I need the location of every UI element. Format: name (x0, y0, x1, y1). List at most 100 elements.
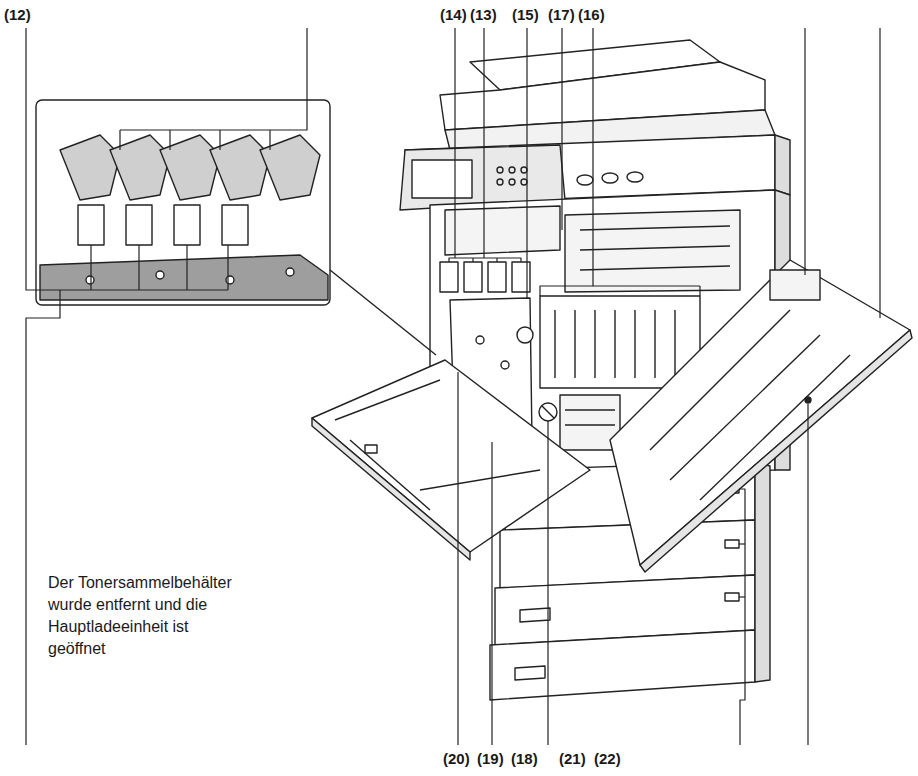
leader-lines-part (496, 258, 497, 262)
leader-lines-part (138, 245, 139, 290)
side-door-part (670, 335, 820, 480)
scanner-unit-part (627, 172, 643, 182)
front-door-part (350, 440, 430, 510)
front-door-part (335, 380, 440, 420)
side-door-part (805, 397, 811, 403)
leader-lines (26, 28, 880, 745)
paper-drawers-part (725, 593, 739, 601)
side-door-part (700, 355, 850, 500)
side-door-part (640, 330, 912, 572)
main-body-part (674, 310, 675, 378)
leader-lines-part (483, 28, 484, 258)
leader-lines-part (561, 28, 562, 230)
callout-number: (22) (594, 750, 621, 767)
inset-view-part (36, 100, 330, 305)
inset-view-part (40, 255, 328, 300)
inset-view-part (156, 271, 164, 279)
paper-drawers-part (515, 666, 545, 680)
paper-drawers-part (520, 608, 550, 622)
front-door-part (420, 470, 540, 490)
side-door-part (650, 310, 790, 450)
scanner-unit-part (509, 167, 515, 173)
main-body-part (542, 406, 554, 418)
main-body-part (539, 403, 557, 421)
inset-view-part (226, 276, 234, 284)
callout-number: (16) (578, 6, 605, 23)
leader-lines-part (804, 28, 805, 275)
main-body-part (440, 262, 458, 292)
inset-view-part (174, 205, 200, 245)
leader-lines-part (491, 442, 492, 745)
main-body-part (565, 409, 615, 410)
inset-view-part (60, 135, 120, 200)
leader-lines-part (807, 404, 808, 745)
paper-drawers-part (725, 540, 739, 548)
leader-lines-part (219, 130, 220, 150)
leader-lines-part (593, 285, 700, 286)
main-body-part (580, 246, 730, 250)
paper-drawers-part (755, 462, 770, 682)
main-body-part (565, 210, 740, 292)
scanner-unit-part (497, 179, 503, 185)
inset-view-part (78, 205, 104, 245)
main-body-part (476, 336, 484, 344)
inset-view-part (330, 270, 436, 355)
leader-lines-part (26, 290, 60, 745)
paper-drawers-part (490, 630, 755, 700)
main-body-part (594, 310, 595, 378)
inset-view (36, 100, 436, 355)
leader-lines-part (26, 28, 228, 290)
main-body-part (634, 310, 635, 378)
leader-lines-part (472, 258, 473, 262)
scanner-unit-part (602, 173, 618, 183)
side-door (610, 260, 912, 572)
note-text: Der Tonersammelbehälter wurde entfernt u… (48, 572, 244, 660)
callout-number: (20) (443, 750, 470, 767)
main-body-part (580, 266, 730, 270)
callout-number: (12) (4, 6, 31, 23)
callout-number: (15) (512, 6, 539, 23)
side-door-part (770, 270, 820, 300)
leader-lines-part (119, 130, 120, 150)
inset-view-part (110, 135, 170, 200)
main-body-part (580, 226, 730, 230)
scanner-unit-part (497, 167, 503, 173)
callout-number: (19) (477, 750, 504, 767)
leader-lines-part (457, 372, 458, 745)
callout-number: (21) (559, 750, 586, 767)
main-body-part (574, 310, 575, 378)
leader-lines-part (186, 245, 187, 290)
leader-lines-part (739, 543, 745, 544)
scanner-unit-part (577, 175, 593, 185)
callout-number: (13) (470, 6, 497, 23)
inset-view-part (126, 205, 152, 245)
main-body-part (488, 262, 506, 292)
scanner-unit-part (775, 135, 790, 195)
scanner-unit-part (521, 167, 527, 173)
inset-view-part (210, 135, 270, 200)
scanner-unit-part (521, 179, 527, 185)
callout-number: (14) (440, 6, 467, 23)
main-body-part (554, 310, 555, 378)
main-body-part (517, 327, 533, 343)
leader-lines-part (547, 421, 548, 745)
front-door-part (312, 418, 470, 560)
inset-view-part (160, 135, 220, 200)
leader-lines-part (454, 28, 455, 258)
main-body-part (614, 310, 615, 378)
main-body-part (501, 361, 509, 369)
leader-lines-part (739, 596, 745, 597)
inset-view-part (260, 135, 320, 200)
front-door-part (365, 445, 377, 453)
scanner-unit-part (412, 160, 472, 198)
inset-view-part (222, 205, 248, 245)
leader-lines-part (169, 130, 170, 150)
leader-lines-part (526, 28, 527, 298)
leader-lines-part (540, 28, 593, 296)
inset-view-part (286, 268, 294, 276)
inset-view-part (86, 276, 94, 284)
leader-lines-part (739, 489, 745, 745)
document-feeder (440, 40, 775, 150)
